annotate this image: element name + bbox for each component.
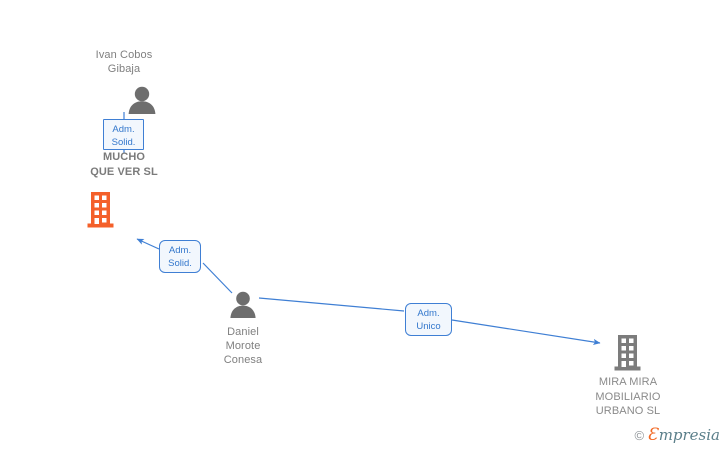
person-icon[interactable] bbox=[228, 291, 258, 318]
person-icon[interactable] bbox=[126, 86, 158, 114]
person-ivan-label: Ivan Cobos Gibaja bbox=[95, 49, 153, 75]
edge-relation-unico-to-mira bbox=[451, 319, 601, 346]
building-icon[interactable] bbox=[87, 192, 114, 228]
relation-badge-adm-solid-ivan[interactable]: Adm. Solid. bbox=[103, 119, 144, 150]
edge-daniel-to-relation-solid bbox=[202, 262, 233, 294]
company-mucho-que-ver-label: MUCHO QUE VER SL bbox=[90, 151, 158, 178]
edge-daniel-to-relation-unico bbox=[258, 297, 405, 312]
empresia-watermark: © Ɛ mpresia bbox=[635, 427, 721, 444]
brand-initial: Ɛ bbox=[647, 425, 658, 445]
building-icon[interactable] bbox=[614, 335, 641, 371]
relation-badge-adm-unico[interactable]: Adm. Unico bbox=[405, 303, 452, 336]
brand-name: mpresia bbox=[658, 426, 720, 444]
person-daniel-label: Daniel Morote Conesa bbox=[223, 326, 263, 366]
edge-relation-solid-to-mucho bbox=[136, 238, 160, 250]
relation-badge-adm-solid-daniel[interactable]: Adm. Solid. bbox=[159, 240, 201, 273]
company-mira-mira-label: MIRA MIRA MOBILIARIO URBANO SL bbox=[595, 376, 661, 417]
copyright-icon: © bbox=[634, 428, 645, 443]
